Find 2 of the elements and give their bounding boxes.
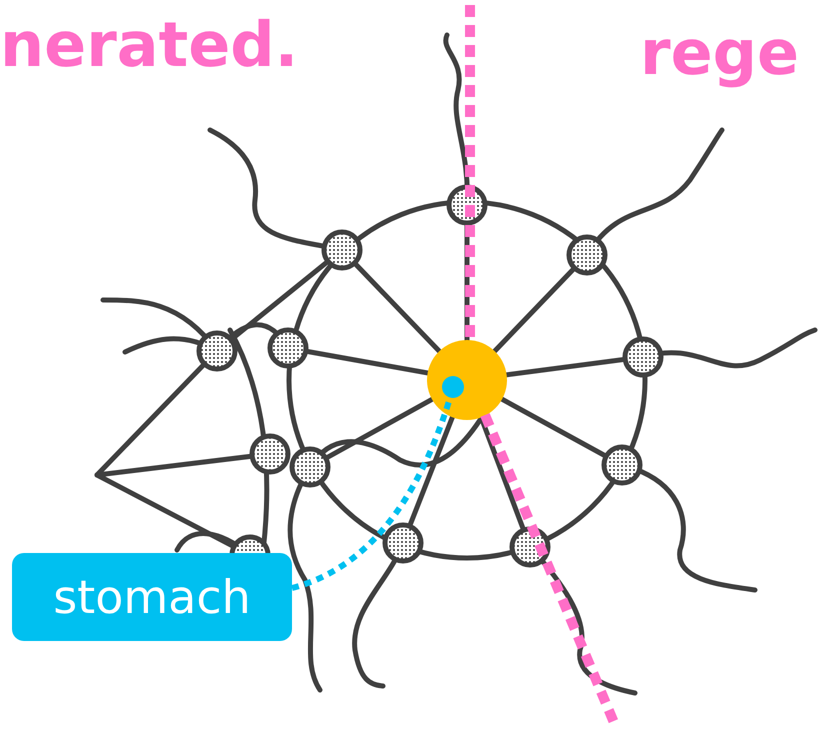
callout-label: stomach (12, 553, 292, 641)
heading-text: nerated. (0, 14, 298, 76)
